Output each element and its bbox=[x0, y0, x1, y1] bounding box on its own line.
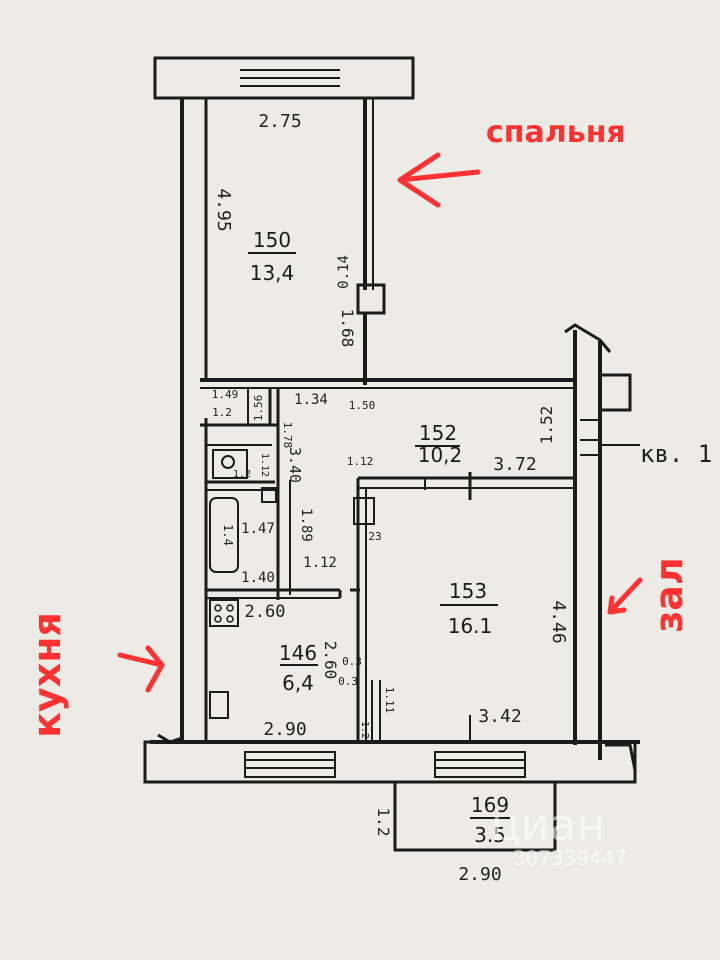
kitchen-width-dim: 2.90 bbox=[263, 719, 306, 740]
door-dim-2: 1.56 bbox=[252, 395, 265, 422]
living-door bbox=[353, 497, 375, 525]
pantry-dim: 1.49 bbox=[212, 388, 239, 401]
watermark-id: 307339447 bbox=[513, 846, 628, 870]
bath-width-dim: 1.47 bbox=[241, 521, 275, 537]
pantry-depth-dim: 1.2 bbox=[212, 406, 232, 419]
living-window bbox=[434, 751, 526, 778]
kitchen-annotation: кухня bbox=[25, 612, 69, 738]
bedroom-annotation: спальня bbox=[486, 115, 626, 150]
living-annotation: зал bbox=[647, 557, 691, 633]
hall-width-dim: 3.72 bbox=[493, 454, 536, 475]
hall-depth-dim: 1.52 bbox=[537, 406, 556, 445]
bedroom-width-dim: 2.75 bbox=[258, 111, 301, 132]
wc-width-dim: 1.12 bbox=[303, 555, 337, 571]
watermark: циан 307339447 bbox=[491, 800, 627, 870]
door-dim-b: 1.68 bbox=[338, 309, 357, 348]
bedroom-number: 150 bbox=[253, 228, 291, 252]
corridor-width-dim: 1.34 bbox=[294, 392, 328, 408]
kitchen-window bbox=[244, 751, 336, 778]
niche-width-dim: 1.12 bbox=[347, 455, 374, 468]
door-dim-a: 0.14 bbox=[336, 255, 352, 289]
watermark-brand: циан bbox=[491, 800, 605, 851]
door-dim-6: 1.11 bbox=[383, 687, 396, 714]
tub-length-dim: 1.4 bbox=[221, 524, 235, 546]
balcony-area: 3.5 bbox=[474, 823, 506, 847]
bath-sink bbox=[261, 487, 277, 503]
bathtub bbox=[209, 497, 239, 573]
bedroom-arrow bbox=[397, 152, 481, 208]
door-dim-9: 1.2 bbox=[359, 721, 370, 739]
balcony-width-dim: 2.90 bbox=[458, 864, 501, 885]
wc-height-dim: 1.2 bbox=[233, 469, 251, 480]
living-length-dim: 4.46 bbox=[548, 600, 569, 643]
living-number: 153 bbox=[449, 579, 487, 603]
hall-number: 152 bbox=[419, 421, 457, 445]
living-width-dim: 3.42 bbox=[478, 706, 521, 727]
wc-sink bbox=[212, 449, 248, 479]
door-dim-3: 1.78 bbox=[281, 422, 294, 449]
bedroom-length-dim: 4.95 bbox=[213, 188, 234, 231]
kitchen-length-dim: 2.60 bbox=[321, 641, 340, 680]
apartment-label: кв. 1 bbox=[640, 440, 712, 468]
kitchen-sink bbox=[209, 691, 229, 719]
living-arrow bbox=[607, 577, 643, 615]
stove bbox=[209, 599, 239, 627]
bath-depth-dim: 1.40 bbox=[241, 570, 275, 586]
living-area: 16.1 bbox=[448, 614, 493, 638]
door-dim-5: 0.3 bbox=[338, 675, 358, 688]
walls bbox=[143, 56, 640, 852]
bottom-wall bbox=[143, 740, 637, 784]
bedroom-door-box bbox=[356, 283, 386, 315]
kitchen-area: 6,4 bbox=[282, 671, 314, 695]
door-dim-4: 0.3 bbox=[342, 655, 362, 668]
kitchen-number: 146 bbox=[279, 641, 317, 665]
door-dim-1: 1.50 bbox=[349, 399, 376, 412]
balcony-number: 169 bbox=[471, 793, 509, 817]
balcony bbox=[393, 780, 557, 852]
niche-height-dim: 1.89 bbox=[298, 508, 314, 542]
kitchen-top-dim: 2.60 bbox=[245, 602, 286, 622]
door-dim-8: 1.12 bbox=[259, 453, 270, 477]
corridor-height-dim: 3.40 bbox=[286, 447, 304, 483]
door-dim-7: 23 bbox=[368, 530, 381, 543]
balcony-depth-dim: 1.2 bbox=[374, 808, 393, 837]
hall-area: 10,2 bbox=[418, 443, 463, 467]
kitchen-arrow bbox=[117, 645, 165, 693]
bedroom-area: 13,4 bbox=[250, 261, 295, 285]
